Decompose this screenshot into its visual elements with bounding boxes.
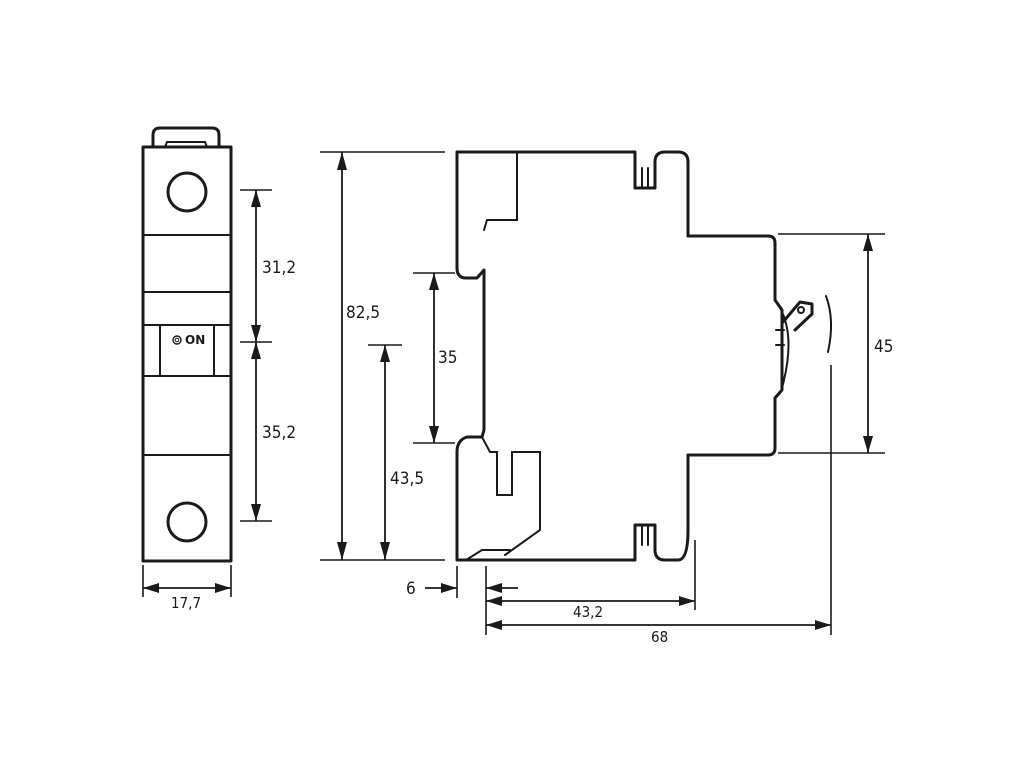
label-overall-height: 82,5 [346,303,380,323]
switch-label: ON [185,333,205,347]
front-view: ON [141,126,233,563]
bottom-terminal-screw [166,501,208,543]
top-terminal-screw [166,171,208,213]
front-top-clip [151,126,221,149]
label-rail-width: 35 [438,348,457,368]
label-handle-height: 45 [874,337,893,357]
front-body [141,145,233,563]
front-dimensions: 31,2 35,2 17,7 [142,189,296,612]
side-bottom-latch [641,524,649,546]
label-top-to-center: 31,2 [262,258,296,278]
side-top-notch [483,151,518,231]
label-rail-offset: 6 [406,579,416,599]
label-body-depth: 43,2 [573,603,603,621]
label-front-width: 17,7 [171,594,201,612]
indicator-inner-icon [174,337,180,343]
toggle-handle-lever [781,300,814,332]
side-view [455,150,832,562]
toggle-handle-pivot [797,306,805,314]
side-rail-clip-base [465,549,511,561]
side-dimensions: 82,5 35 43,5 45 6 43,2 [320,151,893,646]
side-rail-clip [481,436,541,556]
toggle-handle-base [781,311,790,389]
switch-window [159,324,215,377]
front-top-clip-inner [164,141,208,148]
side-top-latch [641,167,649,189]
indicator-icon [172,335,182,345]
label-base-to-rail: 43,5 [390,469,424,489]
toggle-handle-arc [825,295,832,353]
label-overall-depth: 68 [651,628,668,646]
label-center-to-bottom: 35,2 [262,423,296,443]
side-body-outline [455,150,784,562]
